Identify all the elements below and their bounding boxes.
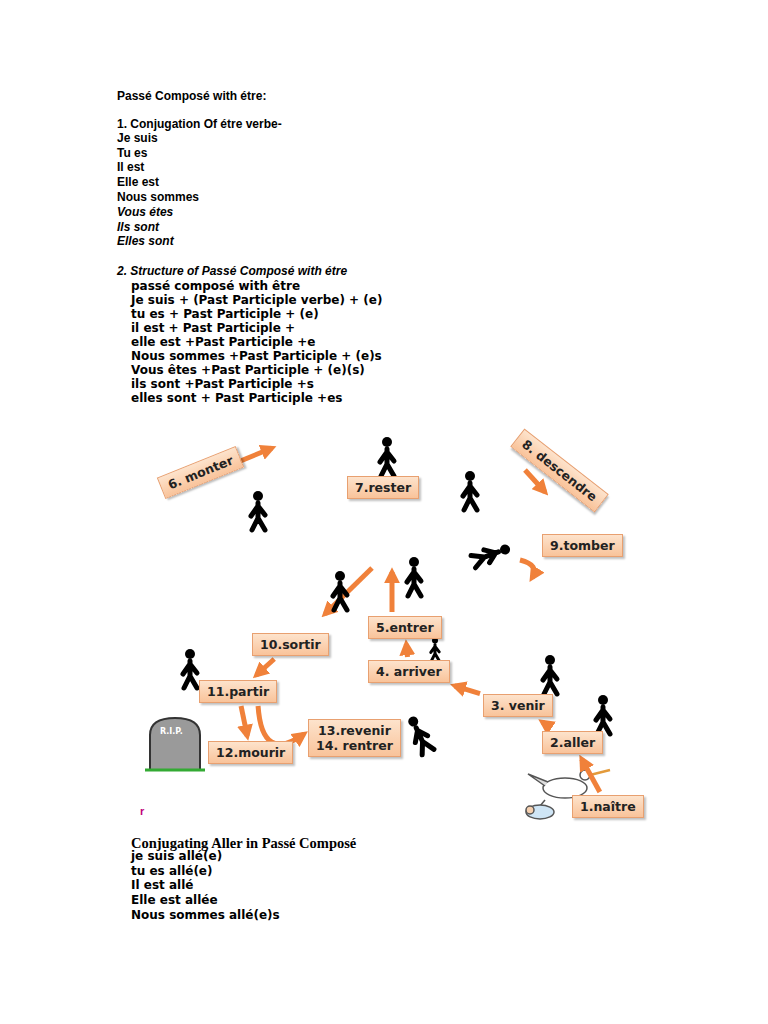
structure-line: tu es + Past Participle + (e) (131, 308, 319, 322)
structure-line: Vous êtes +Past Participle + (e)(s) (131, 364, 365, 378)
verb-text: 13.revenir (316, 723, 393, 738)
decor-arrows (238, 448, 545, 614)
tombstone (145, 718, 205, 770)
section-heading: 1. Conjugation Of étre verbe- (117, 118, 282, 132)
stick-figure (405, 714, 434, 755)
verb-text: 6. monter (166, 453, 236, 493)
structure-line: ils sont +Past Participle +s (131, 378, 314, 392)
verb-box: 1.naître (572, 795, 644, 818)
stick-figure (596, 695, 610, 734)
stray-mark: r (140, 805, 144, 818)
verb-box: 4. arriver (368, 660, 450, 683)
stick-figure (333, 571, 347, 610)
structure-line: Nous sommes +Past Participle + (e)s (131, 350, 382, 364)
conjugation-line: Je suis (117, 132, 158, 146)
flow-arrow (455, 686, 480, 694)
stick-figure (407, 557, 421, 596)
verb-text: 4. arriver (376, 664, 442, 679)
verb-box: 3. venir (483, 694, 553, 717)
verb-box: 6. monter (157, 446, 244, 499)
structure-line: il est + Past Participle + (131, 322, 295, 336)
stick-figures (183, 437, 610, 755)
conjugation-line: Elles sont (117, 235, 174, 249)
aller-line: Nous sommes allé(e)s (131, 909, 280, 923)
flow-arrow (542, 722, 551, 728)
verb-text: 5.entrer (376, 620, 434, 635)
stick-figure (183, 649, 197, 688)
verb-text: 12.mourir (216, 745, 285, 760)
conjugation-line: Tu es (117, 147, 147, 161)
tombstone-text: R.I.P. (160, 727, 183, 736)
stick-figure (251, 491, 265, 530)
flow-arrow (241, 706, 247, 736)
verb-text: 3. venir (491, 698, 545, 713)
conjugation-line: Ils sont (117, 221, 159, 235)
stick-figure (463, 471, 477, 510)
verb-text: 1.naître (580, 799, 636, 814)
stick-figure (543, 655, 557, 694)
verb-text: 9.tomber (550, 538, 615, 553)
structure-line: passé composé with être (131, 280, 300, 294)
stick-figure (431, 637, 439, 660)
verb-box: 11.partir (199, 680, 277, 703)
conjugation-line: Il est (117, 161, 144, 175)
verb-text: 14. rentrer (316, 738, 393, 753)
aller-line: je suis allé(e) (131, 850, 222, 864)
verb-text: 10.sortir (260, 637, 321, 652)
conjugation-line: Elle est (117, 176, 159, 190)
title: Passé Composé with étre: (117, 90, 266, 104)
flow-arrow (582, 759, 600, 792)
aller-line: Elle est allée (131, 894, 218, 908)
structure-line: elles sont + Past Participle +es (131, 392, 342, 406)
aller-line: Il est allé (131, 879, 193, 893)
verb-text: 2.aller (550, 735, 595, 750)
verb-box: 9.tomber (542, 534, 623, 557)
flow-arrow (256, 659, 274, 675)
conjugation-line: Nous sommes (117, 191, 199, 205)
verb-text: 7.rester (355, 480, 411, 495)
structure-line: elle est +Past Participle +e (131, 336, 315, 350)
verb-box: 7.rester (347, 476, 419, 499)
conjugation-line: Vous étes (117, 206, 173, 220)
verb-box: 13.revenir14. rentrer (308, 719, 401, 757)
verb-text: 11.partir (207, 684, 269, 699)
verb-box: 10.sortir (252, 633, 329, 656)
section-heading: 2. Structure of Passé Composé with étre (117, 265, 347, 279)
verb-text: 8. descendre (519, 437, 600, 505)
aller-line: tu es allé(e) (131, 865, 213, 879)
flow-arrow (406, 644, 407, 657)
stick-figure (380, 437, 394, 476)
structure-line: Je suis + (Past Participle verbe) + (e) (131, 294, 382, 308)
verb-box: 12.mourir (208, 741, 293, 764)
verb-box: 2.aller (542, 731, 603, 754)
verb-box: 5.entrer (368, 616, 442, 639)
stick-figure (471, 541, 512, 567)
flow-arrow (258, 706, 304, 744)
